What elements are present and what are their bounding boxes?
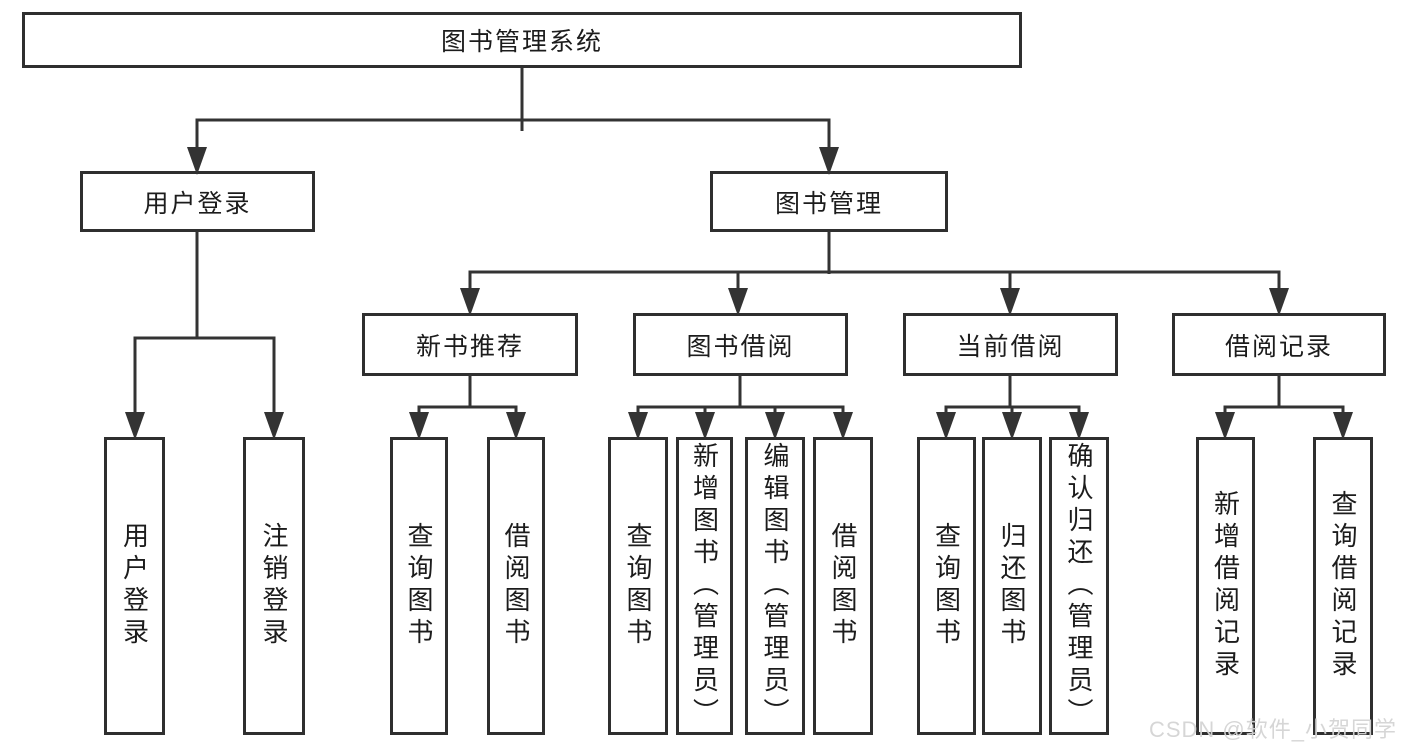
watermark: CSDN @软件_小贺同学 bbox=[1148, 717, 1397, 742]
leaf-borrow-books-borrowing: 借阅图书 bbox=[813, 437, 873, 735]
node-user-login: 用户登录 bbox=[80, 171, 315, 232]
node-library-system: 图书管理系统 bbox=[22, 12, 1022, 68]
node-new-book-recommend: 新书推荐 bbox=[362, 313, 578, 376]
leaf-add-books-admin: 新增图书（管理员） bbox=[676, 437, 733, 735]
leaf-logout: 注销登录 bbox=[243, 437, 305, 735]
leaf-borrow-books-recommend: 借阅图书 bbox=[487, 437, 545, 735]
node-book-management: 图书管理 bbox=[710, 171, 948, 232]
leaf-query-books-recommend: 查询图书 bbox=[390, 437, 448, 735]
leaf-return-books: 归还图书 bbox=[982, 437, 1042, 735]
leaf-edit-books-admin: 编辑图书（管理员） bbox=[745, 437, 805, 735]
leaf-add-borrow-record: 新增借阅记录 bbox=[1196, 437, 1255, 735]
leaf-query-books-borrowing: 查询图书 bbox=[608, 437, 668, 735]
node-borrowing-records: 借阅记录 bbox=[1172, 313, 1386, 376]
node-book-borrowing: 图书借阅 bbox=[633, 313, 848, 376]
leaf-confirm-return-admin: 确认归还（管理员） bbox=[1049, 437, 1109, 735]
node-current-borrowing: 当前借阅 bbox=[903, 313, 1118, 376]
leaf-query-borrow-record: 查询借阅记录 bbox=[1313, 437, 1373, 735]
leaf-query-books-current: 查询图书 bbox=[917, 437, 976, 735]
leaf-user-login: 用户登录 bbox=[104, 437, 165, 735]
